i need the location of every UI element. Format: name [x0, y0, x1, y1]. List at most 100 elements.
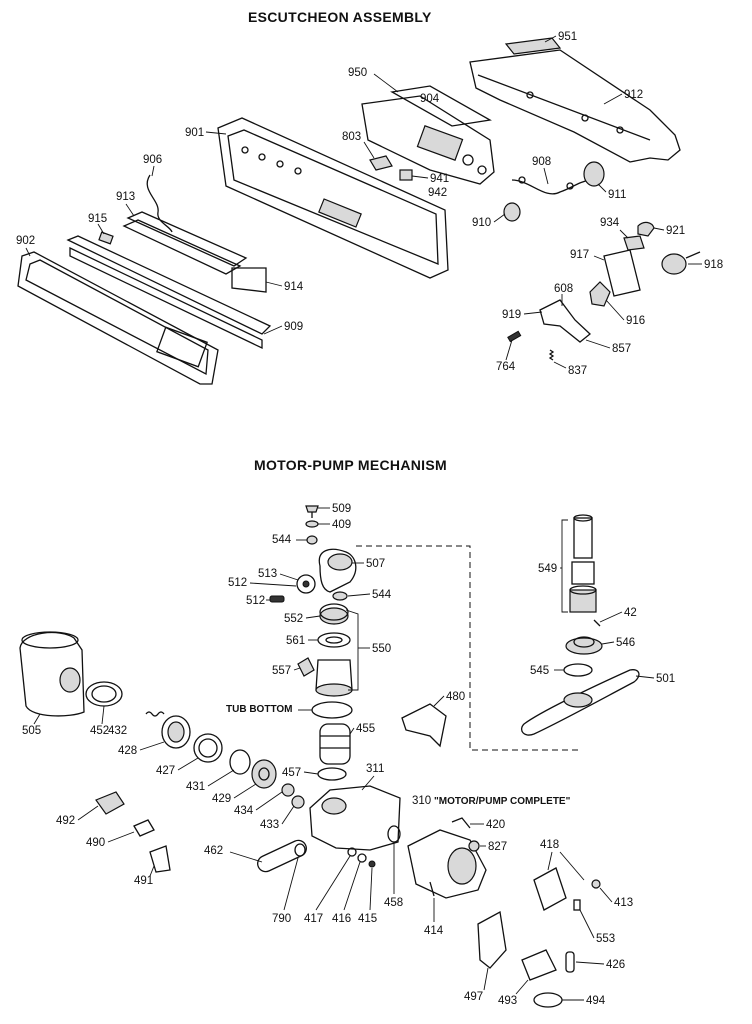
part-545-washer: [563, 663, 593, 677]
part-426-pin: [565, 951, 575, 973]
label-911: 911: [608, 189, 626, 201]
part-917-bracket: [603, 249, 641, 297]
part-416-washer: [357, 853, 367, 863]
label-426: 426: [606, 959, 625, 971]
label-857: 857: [612, 343, 631, 355]
label-837: 837: [568, 365, 587, 377]
label-546: 546: [616, 637, 635, 649]
label-557: 557: [272, 665, 291, 677]
label-764: 764: [496, 361, 516, 373]
label-434: 434: [234, 805, 254, 817]
part-550-pump-body: [315, 659, 353, 697]
part-934-plate: [623, 235, 645, 251]
part-941-connector: [399, 169, 413, 181]
label-505: 505: [22, 725, 41, 737]
label-409: 409: [332, 519, 351, 531]
part-452-clamp: [85, 681, 123, 707]
label-413: 413: [614, 897, 633, 909]
label-493: 493: [498, 995, 517, 1007]
label-428: 428: [118, 745, 137, 757]
label-942: 942: [428, 187, 447, 199]
part-549-tower: [569, 514, 597, 613]
tub-bottom-ring: [311, 701, 353, 719]
label-921: 921: [666, 225, 685, 237]
label-432: 432: [108, 725, 127, 737]
part-462-hose: [257, 839, 307, 873]
part-906-cable: [146, 174, 173, 233]
part-561-ring: [317, 632, 351, 648]
part-497-bracket: [477, 910, 507, 969]
part-921-clip: [637, 221, 655, 237]
part-492-bracket: [95, 791, 125, 815]
part-909-panel: [66, 235, 272, 350]
label-913: 913: [116, 191, 135, 203]
part-457-clamp: [317, 767, 347, 781]
label-549: 549: [538, 563, 557, 575]
part-910-knob: [503, 202, 521, 222]
part-509-screw: [305, 505, 319, 518]
part-432-spring: [145, 711, 165, 717]
label-544-top: 544: [272, 534, 292, 546]
label-904: 904: [420, 93, 440, 105]
label-790: 790: [272, 913, 291, 925]
label-507: 507: [366, 558, 385, 570]
part-544-cap: [306, 535, 318, 545]
motor-pump-mechanism-title: MOTOR-PUMP MECHANISM: [254, 457, 447, 473]
part-428-filter: [161, 715, 191, 749]
label-motor-pump-complete: "MOTOR/PUMP COMPLETE": [434, 796, 571, 807]
label-915: 915: [88, 213, 107, 225]
part-413-screw: [591, 879, 601, 889]
part-493-holder: [521, 949, 557, 981]
label-901: 901: [185, 127, 204, 139]
part-552-gear: [319, 603, 349, 625]
escutcheon-labels: 951 950 904 912 901 803 906 941 942 908 …: [16, 31, 723, 377]
part-918-motor: [661, 251, 701, 275]
part-950-label: [390, 85, 492, 127]
label-906: 906: [143, 154, 162, 166]
pump-labels: 509 409 544 507 513 512 512 544 552 561 …: [22, 503, 675, 1007]
label-455: 455: [356, 723, 375, 735]
label-919: 919: [502, 309, 521, 321]
part-420-clip: [451, 817, 471, 829]
label-908: 908: [532, 156, 551, 168]
part-790-clamp: [294, 843, 306, 857]
part-913-membrane-switch: [122, 211, 248, 275]
bracket-550: [345, 609, 359, 691]
part-434-nut: [281, 783, 295, 797]
label-462: 462: [204, 845, 223, 857]
part-507-housing: [318, 548, 357, 593]
label-494: 494: [586, 995, 606, 1007]
part-827-connector: [468, 840, 480, 852]
label-910: 910: [472, 217, 491, 229]
label-909: 909: [284, 321, 303, 333]
label-501: 501: [656, 673, 675, 685]
label-509: 509: [332, 503, 351, 515]
label-480: 480: [446, 691, 465, 703]
label-491: 491: [134, 875, 153, 887]
reference-dashed-line: [356, 545, 578, 751]
escutcheon-assembly-title: ESCUTCHEON ASSEMBLY: [248, 9, 432, 25]
part-494-cap: [533, 992, 563, 1008]
part-311-pump-base: [309, 785, 401, 851]
part-414-screw: [429, 881, 435, 897]
part-546-cap: [565, 636, 603, 655]
part-418-bracket: [533, 867, 567, 911]
part-915-pad: [98, 231, 114, 245]
part-904-control-board: [361, 95, 495, 185]
part-415-nut: [368, 860, 376, 868]
part-916-fan: [589, 281, 611, 307]
label-912: 912: [624, 89, 643, 101]
label-tub-bottom: TUB BOTTOM: [226, 704, 292, 715]
label-552: 552: [284, 613, 303, 625]
label-310: 310: [412, 795, 431, 807]
label-416: 416: [332, 913, 351, 925]
label-490: 490: [86, 837, 105, 849]
label-42: 42: [624, 607, 637, 619]
label-497: 497: [464, 991, 483, 1003]
part-951-plate: [504, 37, 562, 55]
label-544-lower: 544: [372, 589, 392, 601]
label-914: 914: [284, 281, 304, 293]
bracket-549: [561, 519, 568, 613]
label-414: 414: [424, 925, 444, 937]
part-513-impeller: [296, 574, 316, 594]
